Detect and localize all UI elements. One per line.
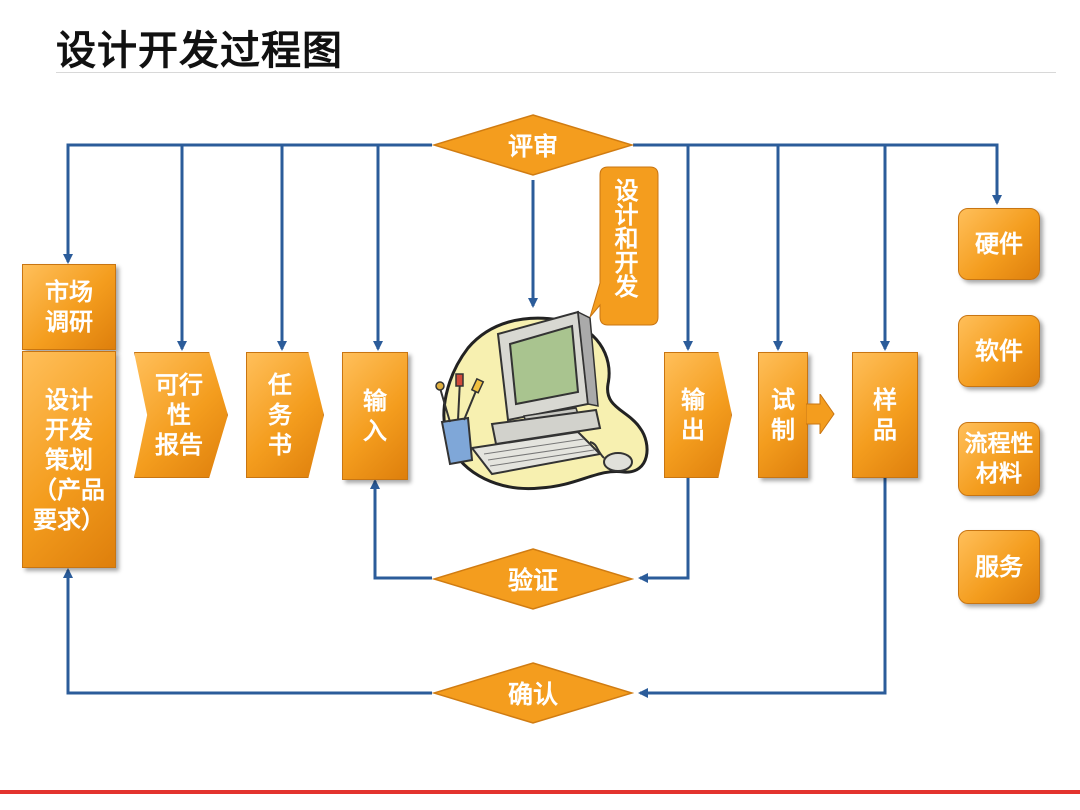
dev-planning-box: 设计 开发 策划 （产品 要求） xyxy=(22,351,116,568)
output-process-material-label: 流程性 材料 xyxy=(964,431,1034,487)
review-label: 评审 xyxy=(507,132,558,161)
output-box: 输 出 xyxy=(664,352,732,478)
footer-rule xyxy=(0,790,1080,794)
feasibility-report-box: 可行 性 报告 xyxy=(134,352,228,478)
output-service-label: 服务 xyxy=(975,553,1023,581)
callout-shape xyxy=(589,166,659,326)
output-service: 服务 xyxy=(958,530,1040,604)
dev-planning-label: 设计 开发 策划 （产品 要求） xyxy=(33,385,105,534)
output-software: 软件 xyxy=(958,315,1040,387)
task-book-box: 任 务 书 xyxy=(246,352,324,478)
review-diamond: 评审 xyxy=(432,113,634,177)
output-software-label: 软件 xyxy=(975,337,1023,365)
output-hardware-label: 硬件 xyxy=(975,230,1023,258)
output-hardware: 硬件 xyxy=(958,208,1040,280)
page-title: 设计开发过程图 xyxy=(56,28,343,74)
input-label: 输 入 xyxy=(363,387,387,445)
computer-icon xyxy=(435,310,649,491)
market-research-box: 市场 调研 xyxy=(22,264,116,350)
output-process-material: 流程性 材料 xyxy=(958,422,1040,496)
sample-box: 样 品 xyxy=(852,352,918,478)
verify-label: 验证 xyxy=(507,566,558,595)
confirm-diamond: 确认 xyxy=(432,661,634,725)
sample-label: 样 品 xyxy=(873,386,897,444)
output-label: 输 出 xyxy=(681,386,705,444)
design-dev-callout: 设计和开发 xyxy=(610,178,638,298)
verify-diamond: 验证 xyxy=(432,547,634,611)
task-book-label: 任 务 书 xyxy=(268,371,292,459)
input-box: 输 入 xyxy=(342,352,408,480)
confirm-label: 确认 xyxy=(507,680,558,709)
trial-production-box: 试 制 xyxy=(758,352,808,478)
market-research-label: 市场 调研 xyxy=(45,278,93,336)
feasibility-report-label: 可行 性 报告 xyxy=(155,371,203,459)
title-divider xyxy=(56,72,1056,73)
trial-production-label: 试 制 xyxy=(771,386,795,444)
trial-arrow-icon xyxy=(806,394,835,434)
